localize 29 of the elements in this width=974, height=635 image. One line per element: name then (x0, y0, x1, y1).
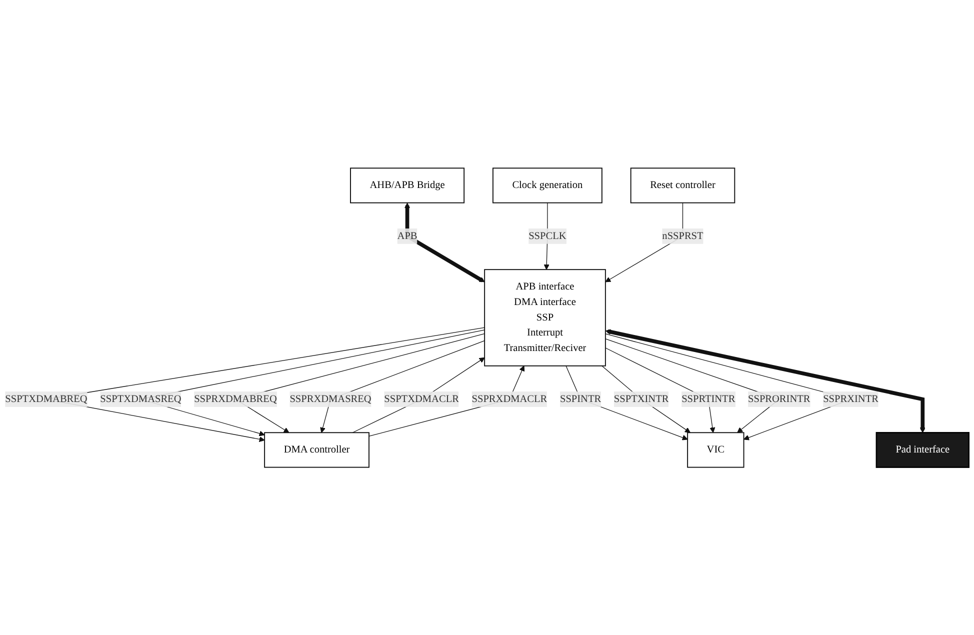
edge-label: APB (397, 230, 418, 242)
edge-label: nSSPRST (662, 230, 704, 242)
node-box: Pad interface (876, 432, 970, 468)
edge-label: SSPINTR (560, 393, 602, 404)
edge-label: SSPTXDMASREQ (100, 393, 182, 404)
edge-label: SSPRXDMASREQ (290, 393, 372, 404)
arrow (605, 328, 926, 433)
node-box: DMA controller (264, 432, 370, 468)
edge-label: SSPTXDMABREQ (5, 393, 88, 404)
node-box: VIC (687, 432, 744, 468)
edge-label: SSPRTINTR (682, 393, 736, 404)
arrow (368, 365, 525, 436)
arrow (404, 202, 485, 282)
edge-label: SSPTXINTR (614, 393, 669, 404)
arrow (352, 357, 485, 433)
node-box: APB interface DMA interface SSP Interrupt Transmitter/Reciver (484, 268, 606, 366)
edge-label: SSPRXDMABREQ (194, 393, 277, 404)
arrow (320, 340, 485, 433)
arrow (605, 347, 716, 433)
arrow (602, 365, 691, 433)
node-box: Reset controller (630, 167, 736, 204)
node-box: Clock generation (492, 167, 602, 204)
node-box: AHB/APB Bridge (350, 167, 465, 204)
edge-label: SSPRXDMACLR (472, 393, 548, 404)
edge-label: SSPRXINTR (823, 393, 878, 404)
edge-label: SSPRORINTR (748, 393, 810, 404)
edge-label: SSPCLK (528, 230, 566, 242)
edge-label: SSPTXDMACLR (384, 393, 459, 404)
arrow (566, 365, 688, 440)
